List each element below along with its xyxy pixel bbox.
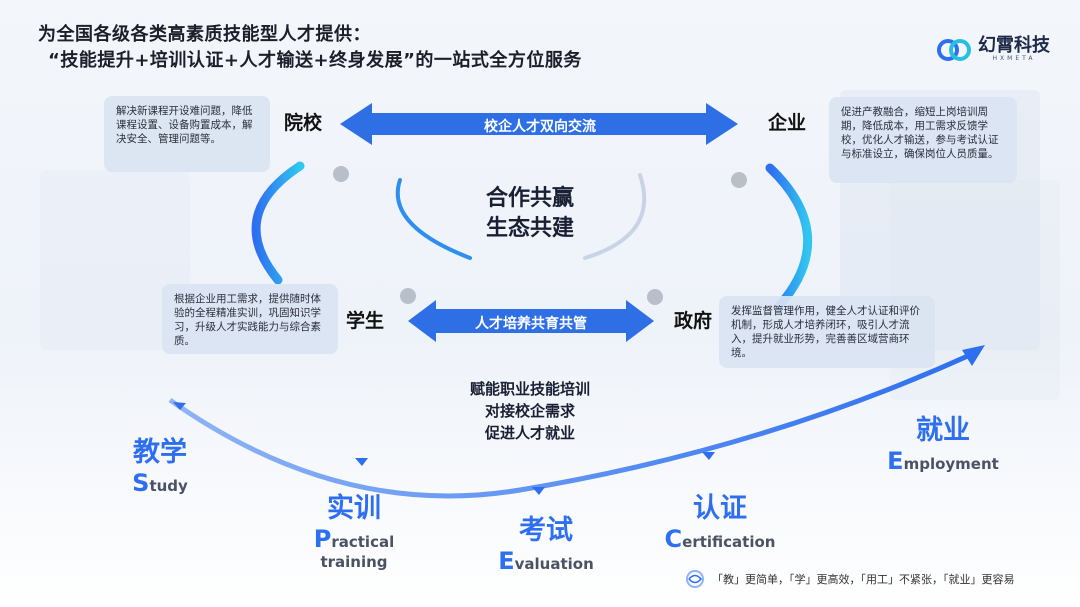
stage-evaluation-initial: E [498,547,515,575]
stage-study-en: Study [120,469,200,497]
stage-study: 教学 Study [120,430,200,497]
card-school: 解决新课程开设难问题，降低课程设置、设备购置成本，解决安全、管理问题等。 [104,96,270,172]
center-slogan: 合作共赢 生态共建 [440,184,620,244]
logo-subtitle: HXMETA [992,55,1036,62]
brand-logo: 幻霄科技 HXMETA [936,37,1050,62]
stage-certification-initial: C [664,525,683,553]
connector-dot-school [333,166,349,182]
inner-arc-right [583,173,647,260]
stage-study-initial: S [132,469,150,497]
stage-evaluation-en: Evaluation [494,547,598,575]
logo-name: 幻霄科技 [978,35,1050,56]
connector-dot-government [647,289,663,305]
center-line2: 生态共建 [485,216,574,241]
stage-study-rest: tudy [149,477,188,495]
card-government: 发挥监督管理作用，健全人才认证和评价机制，形成人才培养闭环，吸引人才流入，提升就… [719,296,935,368]
curve-tick [532,487,545,495]
stage-study-cn: 教学 [133,437,187,468]
footer-text: 「教」更简单，「学」更高效，「用工」不紧张，「就业」更容易 [712,573,1015,586]
stage-practical-en2: training [320,553,388,571]
inner-arc-left [395,178,472,260]
bottom-slogan: 赋能职业技能培训 对接校企需求 促进人才就业 [430,378,630,444]
page-title-line1: 为全国各级各类高素质技能型人才提供： [38,24,371,45]
bottom-line3: 促进人才就业 [484,424,575,442]
stage-employment-en: Employment [880,447,1006,475]
stage-evaluation: 考试 Evaluation [494,508,598,575]
logo-icon [937,38,971,61]
stage-practical-en: Practical [304,525,404,553]
center-line1: 合作共赢 [485,186,574,211]
top-arrow-label: 校企人才双向交流 [484,119,596,135]
bottom-line1: 赋能职业技能培训 [469,380,590,398]
curve-tick [355,458,368,466]
stage-practical-initial: P [313,525,332,553]
top-double-arrow [340,103,738,145]
connector-dot-student [400,288,416,304]
middle-double-arrow [408,300,654,342]
node-government: 政府 [674,310,713,332]
node-student: 学生 [346,310,385,332]
footer: 「教」更简单，「学」更高效，「用工」不紧张，「就业」更容易 [684,568,1015,590]
left-arc [251,161,305,285]
growth-curve-arrowhead [962,345,985,366]
stage-certification-rest: ertification [682,533,776,551]
bottom-line2: 对接校企需求 [484,402,575,420]
card-enterprise: 促进产教融合，缩短上岗培训周期，降低成本，用工需求反馈学校，优化人才输送，参与考… [829,97,1017,183]
curve-tick [173,402,186,410]
swirl-icon [686,570,704,588]
stage-practical-rest: ractical [331,533,395,551]
growth-curve [168,352,972,499]
stage-certification-cn: 认证 [693,493,747,524]
stage-certification-en: Certification [660,525,780,553]
node-enterprise: 企业 [768,112,807,134]
card-student: 根据企业用工需求，提供随时体验的全程精准实训，巩固知识学习，升级人才实践能力与综… [162,284,338,354]
middle-arrow-label: 人才培养共育共管 [475,316,587,332]
stage-evaluation-rest: valuation [514,555,594,573]
stage-practical-cn: 实训 [327,493,381,524]
stage-employment-cn: 就业 [916,415,970,446]
connector-dot-enterprise [731,172,747,188]
stage-certification: 认证 Certification [660,486,780,553]
page-title-line2: “技能提升+培训认证+人才输送+终身发展”的一站式全方位服务 [48,50,582,71]
stage-evaluation-cn: 考试 [519,515,573,546]
stage-employment-initial: E [887,447,904,475]
stage-employment: 就业 Employment [880,408,1006,475]
curve-tick [702,452,715,460]
right-arc [765,163,813,310]
node-school: 院校 [284,112,323,134]
stage-employment-rest: mployment [903,455,999,473]
stage-practical: 实训 Practical training [304,486,404,571]
